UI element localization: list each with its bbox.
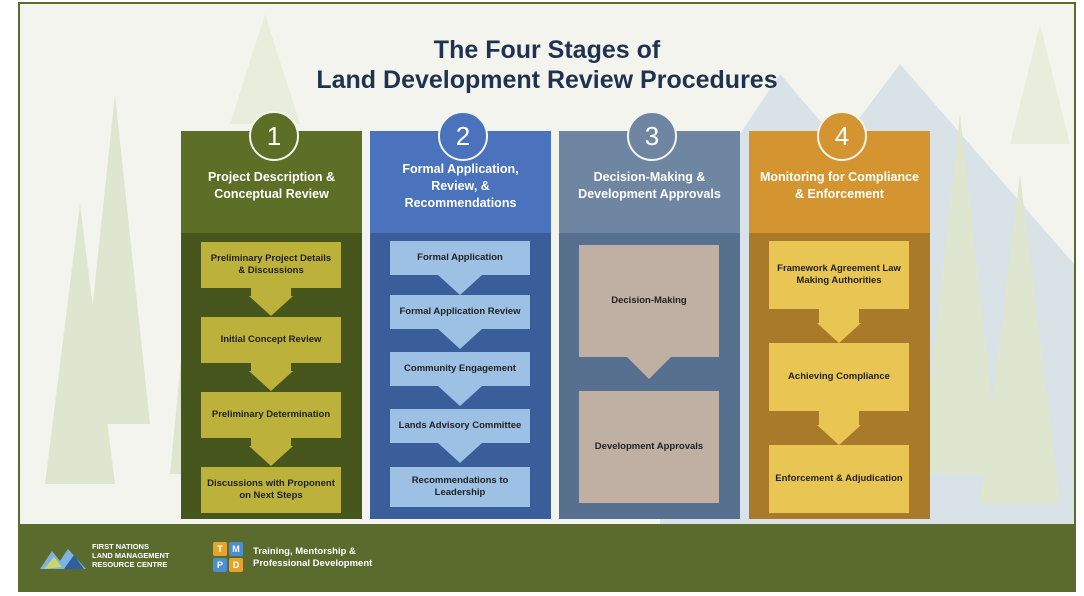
stage-3-step: Decision-Making [579, 245, 719, 357]
down-arrow-icon [249, 446, 293, 466]
org-name: FIRST NATIONS LAND MANAGEMENT RESOURCE C… [92, 542, 170, 569]
down-arrow-icon [438, 329, 482, 349]
flow-arrow-stem [251, 363, 291, 371]
stage-2-heading: Formal Application, Review, & Recommenda… [370, 131, 551, 233]
stage-2-step: Formal Application [390, 241, 530, 275]
program-name: Training, Mentorship & Professional Deve… [253, 546, 372, 570]
stage-1-number-badge: 1 [249, 111, 299, 161]
flow-arrow-stem [819, 411, 859, 427]
tmpd-letter-p: P [213, 558, 227, 572]
stage-3-body: Decision-Making Development Approvals [559, 233, 740, 519]
stage-2: Formal Application, Review, & Recommenda… [370, 111, 551, 519]
slide-title-line1: The Four Stages of [433, 36, 661, 64]
down-arrow-icon [249, 296, 293, 316]
org-name-line1: FIRST NATIONS [92, 542, 149, 551]
down-arrow-icon [817, 323, 861, 343]
stage-2-number-badge: 2 [438, 111, 488, 161]
slide-frame: The Four Stages of Land Development Revi… [18, 2, 1076, 592]
stage-2-step: Formal Application Review [390, 295, 530, 329]
stage-4-step: Enforcement & Adjudication [769, 445, 909, 513]
footer-bar: FIRST NATIONS LAND MANAGEMENT RESOURCE C… [20, 524, 1074, 590]
stage-1-step: Preliminary Project Details & Discussion… [201, 242, 341, 288]
fnlmrc-logo-icon [40, 549, 86, 569]
tmpd-letter-d: D [229, 558, 243, 572]
stage-4-step: Achieving Compliance [769, 343, 909, 411]
org-name-line3: RESOURCE CENTRE [92, 560, 168, 569]
stage-3: Decision-Making & Development Approvals … [559, 111, 740, 519]
flow-arrow-stem [251, 288, 291, 296]
slide-title-line2: Land Development Review Procedures [316, 66, 778, 94]
down-arrow-icon [438, 275, 482, 295]
tmpd-letter-t: T [213, 542, 227, 556]
tmpd-logo-icon: T M P D [213, 542, 245, 574]
stage-4-step: Framework Agreement Law Making Authoriti… [769, 241, 909, 309]
stage-1: Project Description & Conceptual Review … [181, 111, 362, 519]
stage-1-step: Preliminary Determination [201, 392, 341, 438]
stage-2-step: Lands Advisory Committee [390, 409, 530, 443]
stage-3-number-badge: 3 [627, 111, 677, 161]
stage-1-step: Initial Concept Review [201, 317, 341, 363]
program-name-line1: Training, Mentorship & [253, 546, 356, 557]
stage-2-step: Community Engagement [390, 352, 530, 386]
down-arrow-icon [627, 357, 671, 379]
stage-1-body: Preliminary Project Details & Discussion… [181, 233, 362, 519]
stage-4: Monitoring for Compliance & Enforcement … [749, 111, 930, 519]
stage-2-body: Formal Application Formal Application Re… [370, 233, 551, 519]
program-name-line2: Professional Development [253, 558, 373, 569]
tmpd-letter-m: M [229, 542, 243, 556]
stage-1-heading: Project Description & Conceptual Review [181, 131, 362, 233]
down-arrow-icon [817, 425, 861, 445]
flow-arrow-stem [819, 309, 859, 325]
down-arrow-icon [249, 371, 293, 391]
stage-3-step: Development Approvals [579, 391, 719, 503]
flow-arrow-stem [251, 438, 291, 446]
stage-4-number-badge: 4 [817, 111, 867, 161]
down-arrow-icon [438, 386, 482, 406]
down-arrow-icon [438, 443, 482, 463]
stage-1-step: Discussions with Proponent on Next Steps [201, 467, 341, 513]
stage-4-body: Framework Agreement Law Making Authoriti… [749, 233, 930, 519]
stage-2-step: Recommendations to Leadership [390, 467, 530, 507]
org-name-line2: LAND MANAGEMENT [92, 551, 170, 560]
